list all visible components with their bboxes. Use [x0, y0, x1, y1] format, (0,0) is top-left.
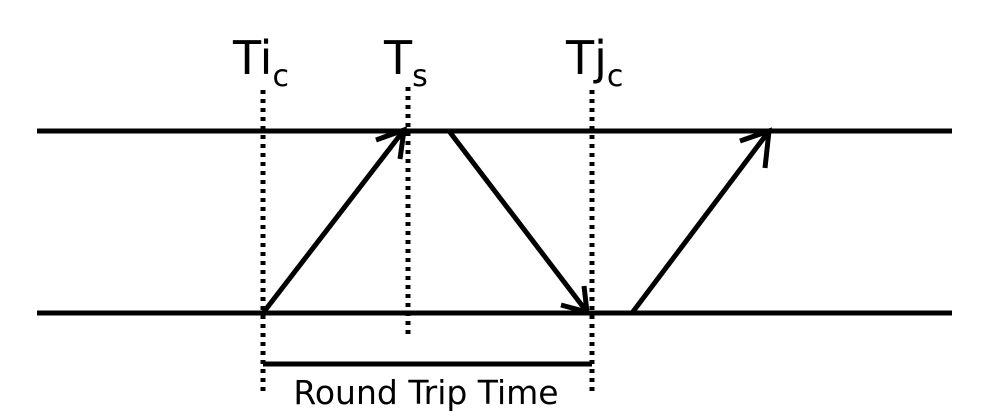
ts-label-main: T [383, 31, 413, 85]
round-trip-caption: Round Trip Time [293, 373, 558, 412]
tj-label-sub: c [607, 59, 624, 94]
ts-label-sub: s [412, 59, 428, 94]
request-arrow [261, 126, 408, 315]
ti-label-main: Ti [232, 31, 272, 85]
ts-label: Ts [383, 31, 428, 94]
response-arrow [447, 129, 590, 316]
ti-label-sub: c [272, 59, 289, 94]
tj-label-main: Tj [565, 31, 607, 85]
tj-label: Tjc [565, 31, 623, 94]
next-request-arrow [630, 127, 772, 315]
ti-label: Tic [232, 31, 289, 94]
